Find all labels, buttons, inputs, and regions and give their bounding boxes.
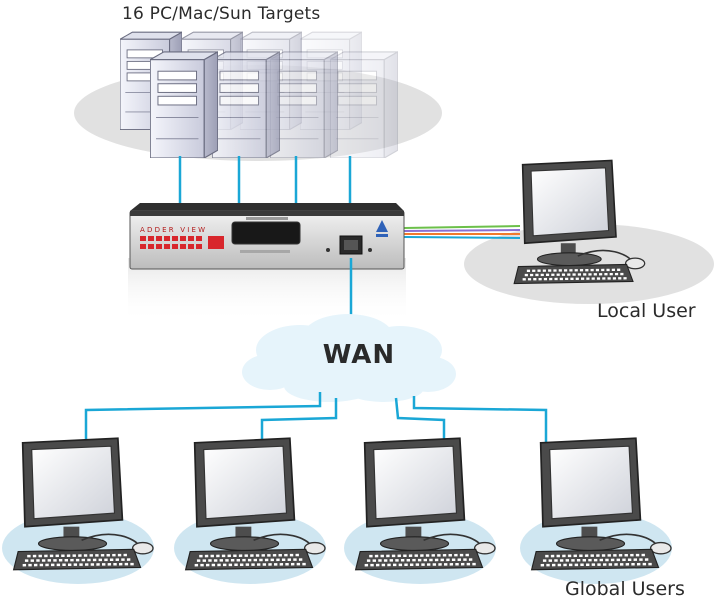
kvm-brand-label: ADDER VIEW xyxy=(140,226,208,234)
kvm-switch xyxy=(128,203,406,322)
targets-label: 16 PC/Mac/Sun Targets xyxy=(122,4,321,24)
global-users-label: Global Users xyxy=(565,578,685,600)
target-towers xyxy=(120,31,398,158)
pc-tower-icon xyxy=(330,51,398,158)
pc-tower-icon xyxy=(212,51,280,158)
target-cables xyxy=(178,156,352,203)
led-row xyxy=(140,236,224,249)
global-users xyxy=(2,436,673,584)
wan-cloud xyxy=(242,314,456,402)
local-user-label: Local User xyxy=(597,300,696,322)
wan-label: WAN xyxy=(322,340,396,370)
local-user-cables xyxy=(403,225,521,239)
global-user-cables xyxy=(84,392,548,448)
pc-tower-icon xyxy=(270,51,338,158)
pc-tower-icon xyxy=(150,51,218,158)
